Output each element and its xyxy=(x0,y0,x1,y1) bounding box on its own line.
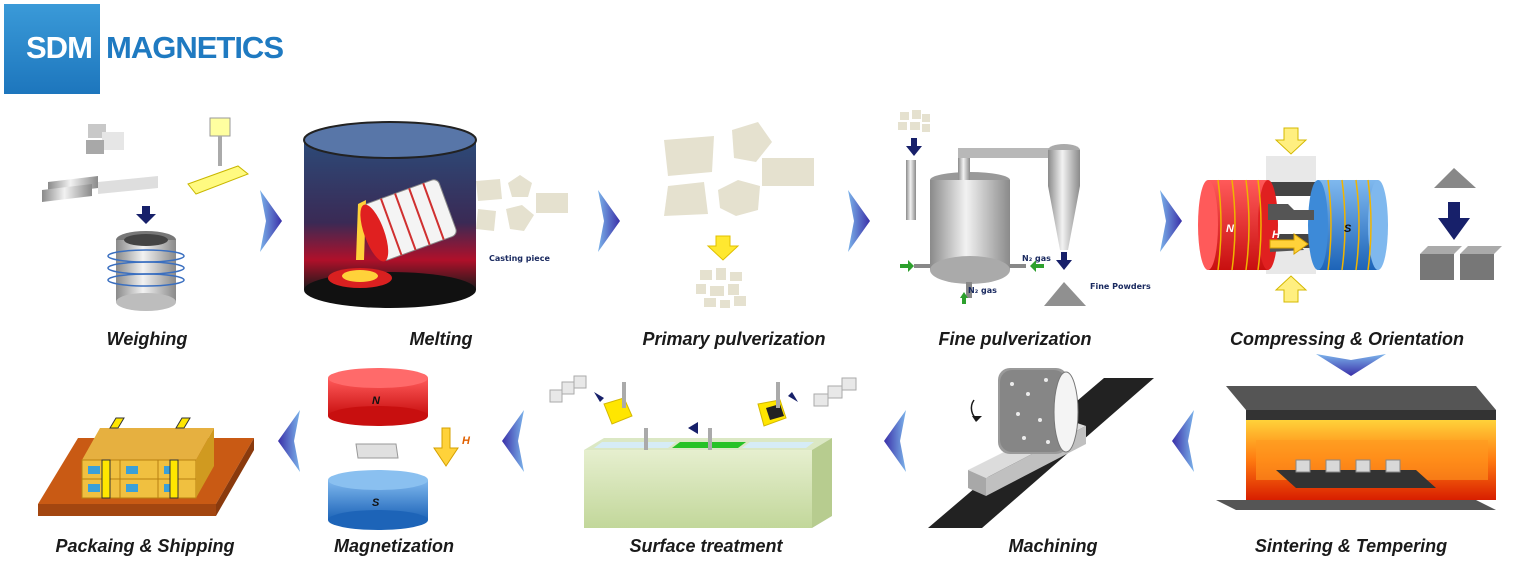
magnetize-pole-s: S xyxy=(372,497,380,509)
arrow-weighing-to-melting xyxy=(260,190,282,252)
fine-powders-note: Fine Powders xyxy=(1090,282,1151,291)
casting-piece-note: Casting piece xyxy=(489,254,550,263)
weighing-illustration xyxy=(42,117,249,311)
gas-inlet-note-right: N₂ gas xyxy=(1022,254,1051,263)
step-label-sintering-tempering: Sintering & Tempering xyxy=(1254,536,1448,556)
gas-inlet-note-bottom: N₂ gas xyxy=(968,286,997,295)
arrow-compressing-to-sintering xyxy=(1316,354,1386,376)
step-label-surface-treatment: Surface treatment xyxy=(629,536,783,556)
melting-furnace-illustration xyxy=(303,121,477,308)
packaging-pallet-illustration xyxy=(38,417,254,516)
primary-pulverization-illustration xyxy=(664,122,814,308)
logo-text-sdm: SDM xyxy=(26,30,93,65)
step-label-weighing: Weighing xyxy=(106,329,188,349)
magnetize-field-h: H xyxy=(462,435,471,447)
compress-field-h: H xyxy=(1272,229,1281,241)
step-label-melting: Melting xyxy=(409,329,473,349)
arrow-primary-to-fine xyxy=(848,190,870,252)
magnetize-pole-n: N xyxy=(372,395,381,407)
step-label-compressing-orientation: Compressing & Orientation xyxy=(1229,329,1465,349)
step-label-primary-pulverization: Primary pulverization xyxy=(642,329,826,349)
compressing-orientation-illustration: N S H xyxy=(1198,127,1502,303)
step-label-machining: Machining xyxy=(1008,536,1098,556)
step-label-fine-pulverization: Fine pulverization xyxy=(938,329,1092,349)
arrow-melting-to-primary xyxy=(598,190,620,252)
arrow-surface-to-magnetization xyxy=(502,410,524,472)
sintering-furnace-illustration xyxy=(1216,386,1496,510)
step-label-magnetization: Magnetization xyxy=(334,536,454,556)
magnetization-illustration: N S H xyxy=(328,368,471,530)
machining-illustration xyxy=(928,368,1154,528)
surface-treatment-illustration xyxy=(549,375,857,528)
fine-pulverization-illustration xyxy=(898,110,1086,306)
compress-pole-n: N xyxy=(1226,223,1235,235)
casting-pieces-illustration xyxy=(476,175,568,231)
logo-text-magnetics: MAGNETICS xyxy=(106,30,284,65)
step-label-packaging-shipping: Packaing & Shipping xyxy=(55,536,235,556)
arrow-sintering-to-machining xyxy=(1172,410,1194,472)
compress-pole-s: S xyxy=(1344,223,1352,235)
arrow-magnetization-to-packaging xyxy=(278,410,300,472)
arrow-machining-to-surface xyxy=(884,410,906,472)
logo-badge xyxy=(4,4,100,94)
arrow-fine-to-compressing xyxy=(1160,190,1182,252)
